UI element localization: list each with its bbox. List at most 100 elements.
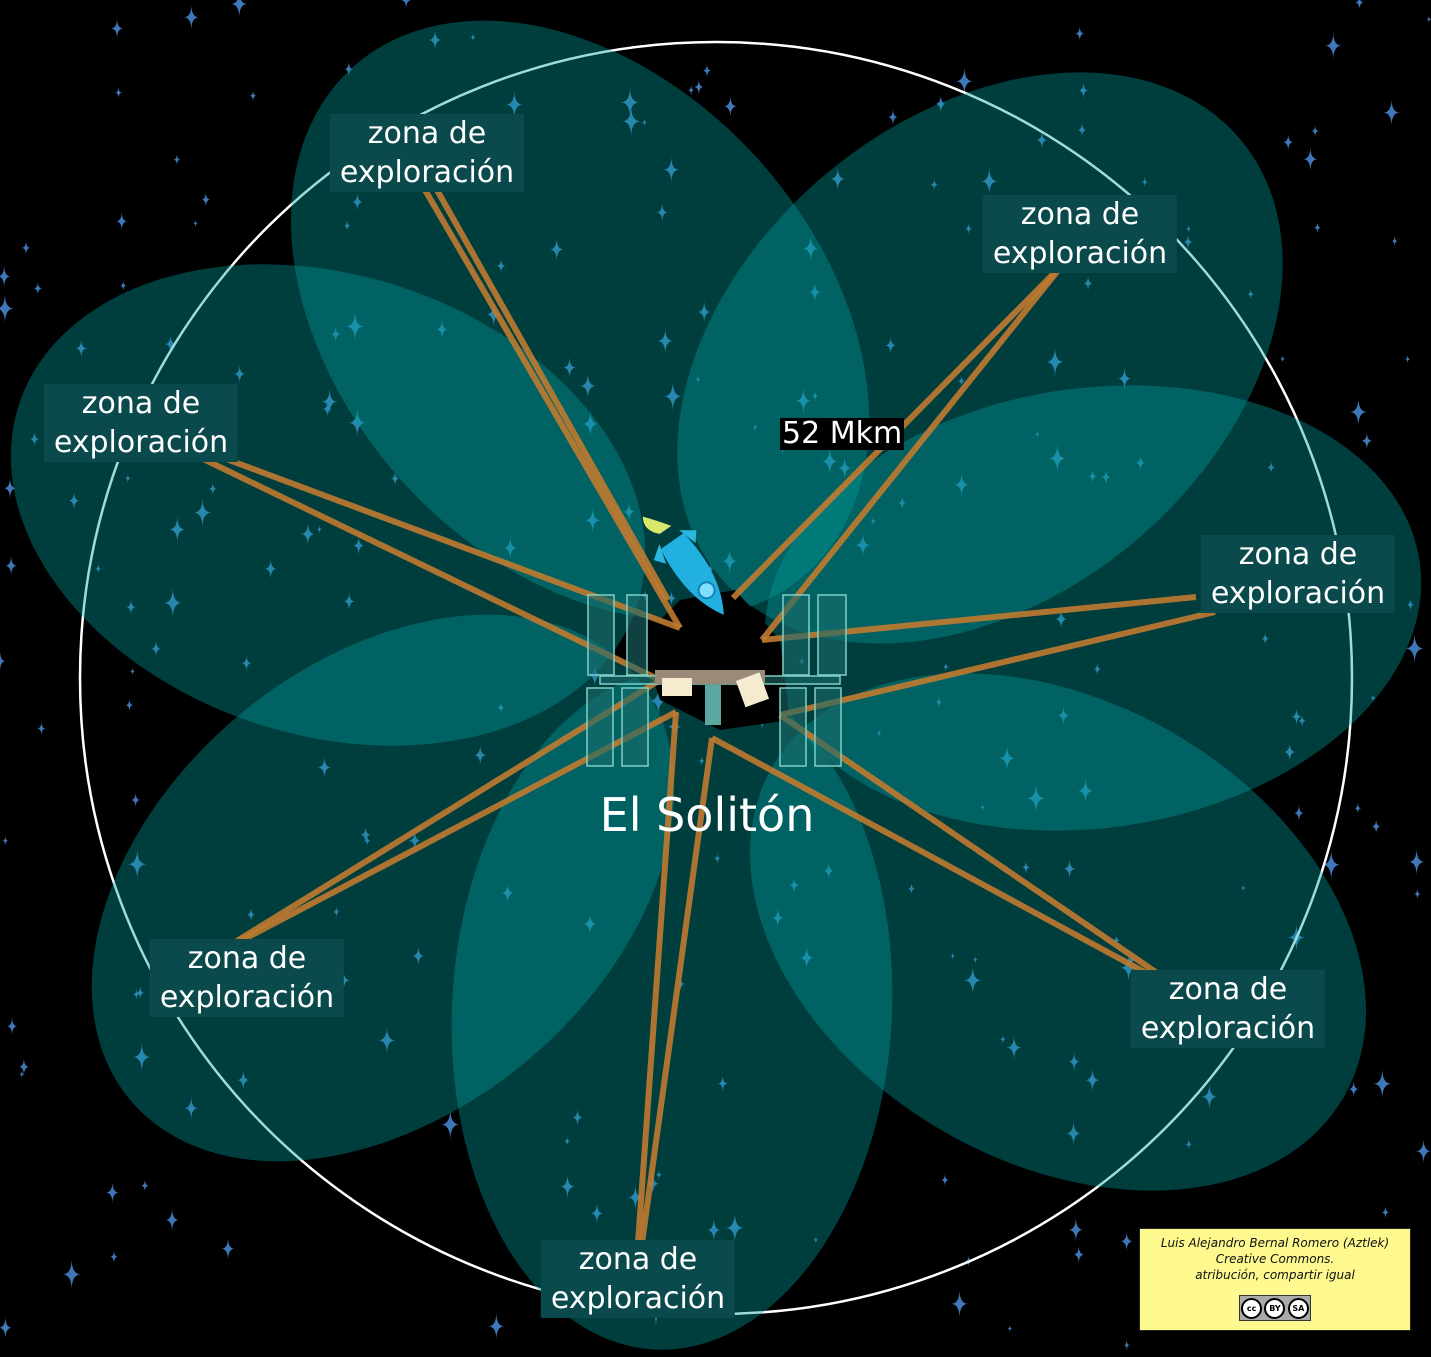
star-icon bbox=[693, 78, 704, 96]
star-icon bbox=[1406, 597, 1415, 612]
zone-label-line: exploración bbox=[1210, 576, 1386, 611]
star-icon bbox=[725, 1212, 745, 1244]
star-icon bbox=[627, 1184, 643, 1211]
star-icon bbox=[1077, 122, 1087, 138]
star-icon bbox=[821, 447, 839, 476]
star-icon bbox=[2, 835, 9, 846]
credit-note: Luis Alejandro Bernal Romero (Aztlek) Cr… bbox=[1139, 1228, 1411, 1331]
star-icon bbox=[1045, 346, 1065, 378]
star-icon bbox=[656, 202, 669, 223]
star-icon bbox=[109, 1250, 119, 1264]
star-icon bbox=[1297, 713, 1307, 728]
beam-line bbox=[434, 188, 671, 602]
star-icon bbox=[183, 4, 200, 31]
zone-label-line: zona de bbox=[187, 941, 307, 976]
star-icon bbox=[0, 1316, 13, 1340]
zone-label-line: exploración bbox=[992, 236, 1168, 271]
star-icon bbox=[1313, 221, 1322, 234]
star-icon bbox=[957, 375, 966, 388]
star-icon bbox=[1354, 802, 1362, 814]
star-icon bbox=[837, 456, 852, 480]
star-icon bbox=[4, 555, 18, 577]
beam-line bbox=[422, 188, 683, 630]
star-icon bbox=[411, 945, 425, 967]
star-icon bbox=[236, 1069, 250, 1092]
star-icon bbox=[1348, 1080, 1360, 1099]
star-icon bbox=[230, 0, 248, 19]
star-icon bbox=[963, 965, 982, 996]
sa-badge: SA bbox=[1287, 1297, 1309, 1319]
diagram-title: El Solitón bbox=[599, 788, 815, 842]
star-icon bbox=[887, 108, 899, 127]
star-icon bbox=[135, 985, 145, 1001]
star-icon bbox=[649, 686, 668, 716]
star-icon bbox=[582, 410, 599, 438]
star-icon bbox=[979, 802, 986, 812]
star-icon bbox=[1373, 1068, 1392, 1100]
star-icon bbox=[950, 1289, 969, 1319]
star-icon bbox=[559, 1173, 576, 1200]
star-icon bbox=[241, 654, 252, 673]
star-icon bbox=[930, 177, 939, 192]
star-icon bbox=[622, 501, 636, 523]
star-icon bbox=[897, 495, 907, 511]
star-icon bbox=[496, 700, 505, 715]
star-icon bbox=[1141, 176, 1148, 188]
zone-label-line: exploración bbox=[1140, 1011, 1316, 1046]
star-icon bbox=[378, 1026, 396, 1055]
star-icon bbox=[1261, 631, 1270, 646]
star-icon bbox=[1282, 133, 1294, 152]
credit-license: Creative Commons. bbox=[1215, 1252, 1335, 1266]
star-icon bbox=[1247, 288, 1255, 300]
star-icon bbox=[1324, 31, 1342, 60]
star-icon bbox=[132, 1042, 151, 1073]
star-icon bbox=[348, 407, 367, 438]
star-icon bbox=[496, 258, 506, 274]
star-icon bbox=[300, 521, 316, 547]
star-icon bbox=[934, 93, 947, 114]
star-icon bbox=[221, 1237, 235, 1261]
star-icon bbox=[129, 667, 136, 676]
star-icon bbox=[345, 310, 365, 342]
star-icon bbox=[1068, 1217, 1084, 1243]
star-icon bbox=[1408, 847, 1425, 876]
star-icon bbox=[1074, 25, 1085, 42]
credit-author: Luis Alejandro Bernal Romero (Aztlek) bbox=[1160, 1236, 1390, 1250]
star-icon bbox=[233, 364, 246, 384]
star-icon bbox=[1093, 662, 1102, 676]
star-icon bbox=[572, 1108, 583, 1127]
star-icon bbox=[503, 536, 518, 560]
star-icon bbox=[808, 281, 822, 304]
star-icon bbox=[1404, 354, 1411, 364]
star-icon bbox=[698, 755, 706, 767]
star-icon bbox=[854, 532, 871, 559]
star-icon bbox=[950, 951, 956, 961]
star-icon bbox=[811, 390, 819, 402]
star-icon bbox=[549, 237, 564, 262]
star-icon bbox=[823, 861, 835, 881]
credit-terms: atribución, compartir igual bbox=[1195, 1268, 1355, 1282]
star-icon bbox=[1371, 818, 1381, 835]
star-icon bbox=[68, 491, 80, 511]
star-icon bbox=[1291, 707, 1303, 726]
star-icon bbox=[706, 1217, 722, 1243]
star-icon bbox=[582, 912, 598, 936]
star-icon bbox=[687, 84, 695, 96]
star-icon bbox=[1021, 860, 1031, 875]
zone-label-line: exploración bbox=[339, 155, 515, 190]
star-icon bbox=[1068, 1051, 1081, 1072]
star-icon bbox=[1405, 632, 1425, 665]
beam-line bbox=[779, 609, 1216, 718]
star-icon bbox=[125, 698, 134, 712]
space-station-icon bbox=[586, 594, 847, 767]
star-icon bbox=[1036, 130, 1048, 150]
star-icon bbox=[352, 535, 365, 556]
star-icon bbox=[1183, 233, 1193, 251]
star-icon bbox=[343, 60, 354, 78]
star-icon bbox=[316, 524, 323, 534]
star-icon bbox=[813, 1235, 819, 1245]
star-icon bbox=[980, 167, 998, 196]
star-icon bbox=[1007, 1324, 1013, 1333]
